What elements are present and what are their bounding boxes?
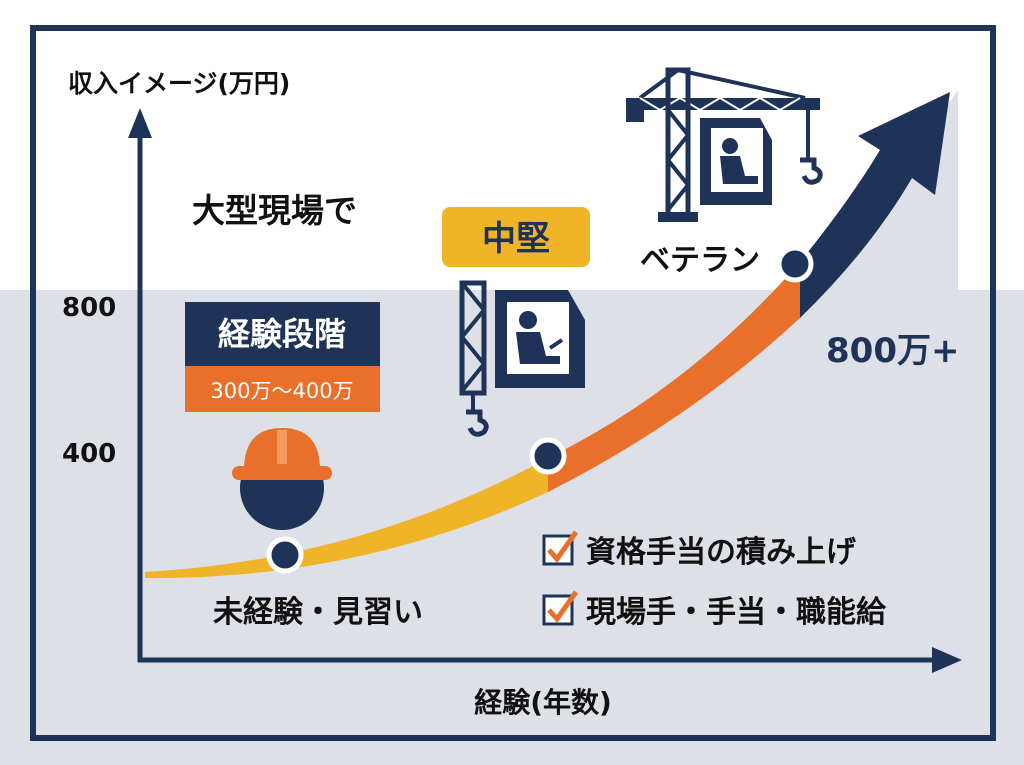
y-axis	[128, 108, 152, 662]
veteran-stage-title: ベテラン	[640, 243, 760, 278]
curve-segment-mid	[548, 262, 800, 492]
frame	[30, 25, 996, 741]
checklist-item: 資格手当の積み上げ	[542, 530, 857, 570]
checklist-item-label: 資格手当の積み上げ	[586, 535, 857, 570]
curve-segment-veteran	[800, 92, 950, 318]
mid-stage-badge: 中堅	[442, 207, 590, 267]
mid-stage-dot	[529, 437, 567, 475]
x-axis-arrowhead	[932, 647, 962, 673]
y-tick-400: 400	[62, 439, 116, 469]
y-axis-label: 収入イメージ(万円)	[68, 69, 290, 98]
x-axis-label: 経験(年数)	[474, 686, 612, 719]
checklist: 資格手当の積み上げ 現場手・手当・職能給	[542, 530, 887, 630]
entry-stage-dot	[266, 536, 304, 574]
entry-stage-title: 経験段階	[218, 315, 346, 353]
veteran-stage-value: 800万+	[826, 331, 959, 371]
check-mark-icon	[547, 530, 579, 564]
entry-stage-card: 経験段階 300万〜400万	[185, 302, 380, 412]
entry-stage-range-box	[185, 366, 380, 412]
check-mark-icon	[547, 590, 579, 624]
entry-stage-range: 300万〜400万	[210, 379, 353, 403]
hard-hat-icon	[232, 428, 332, 530]
tower-crane-icon	[626, 67, 823, 222]
curve-shadow-area	[145, 90, 958, 660]
veteran-stage-dot	[776, 245, 814, 283]
entry-stage-title-box	[185, 302, 380, 366]
crane-operator-icon	[459, 280, 585, 437]
entry-stage-label: 未経験・見習い	[213, 595, 423, 630]
y-axis-arrowhead	[128, 108, 152, 138]
y-tick-800: 800	[62, 293, 116, 323]
checklist-item: 現場手・手当・職能給	[542, 590, 887, 630]
curve-segment-entry	[145, 458, 548, 579]
heading: 大型現場で	[192, 191, 357, 230]
growth-curve	[145, 92, 950, 579]
checklist-item-label: 現場手・手当・職能給	[586, 595, 887, 630]
mid-stage-title: 中堅	[482, 219, 550, 259]
x-axis	[138, 647, 962, 673]
